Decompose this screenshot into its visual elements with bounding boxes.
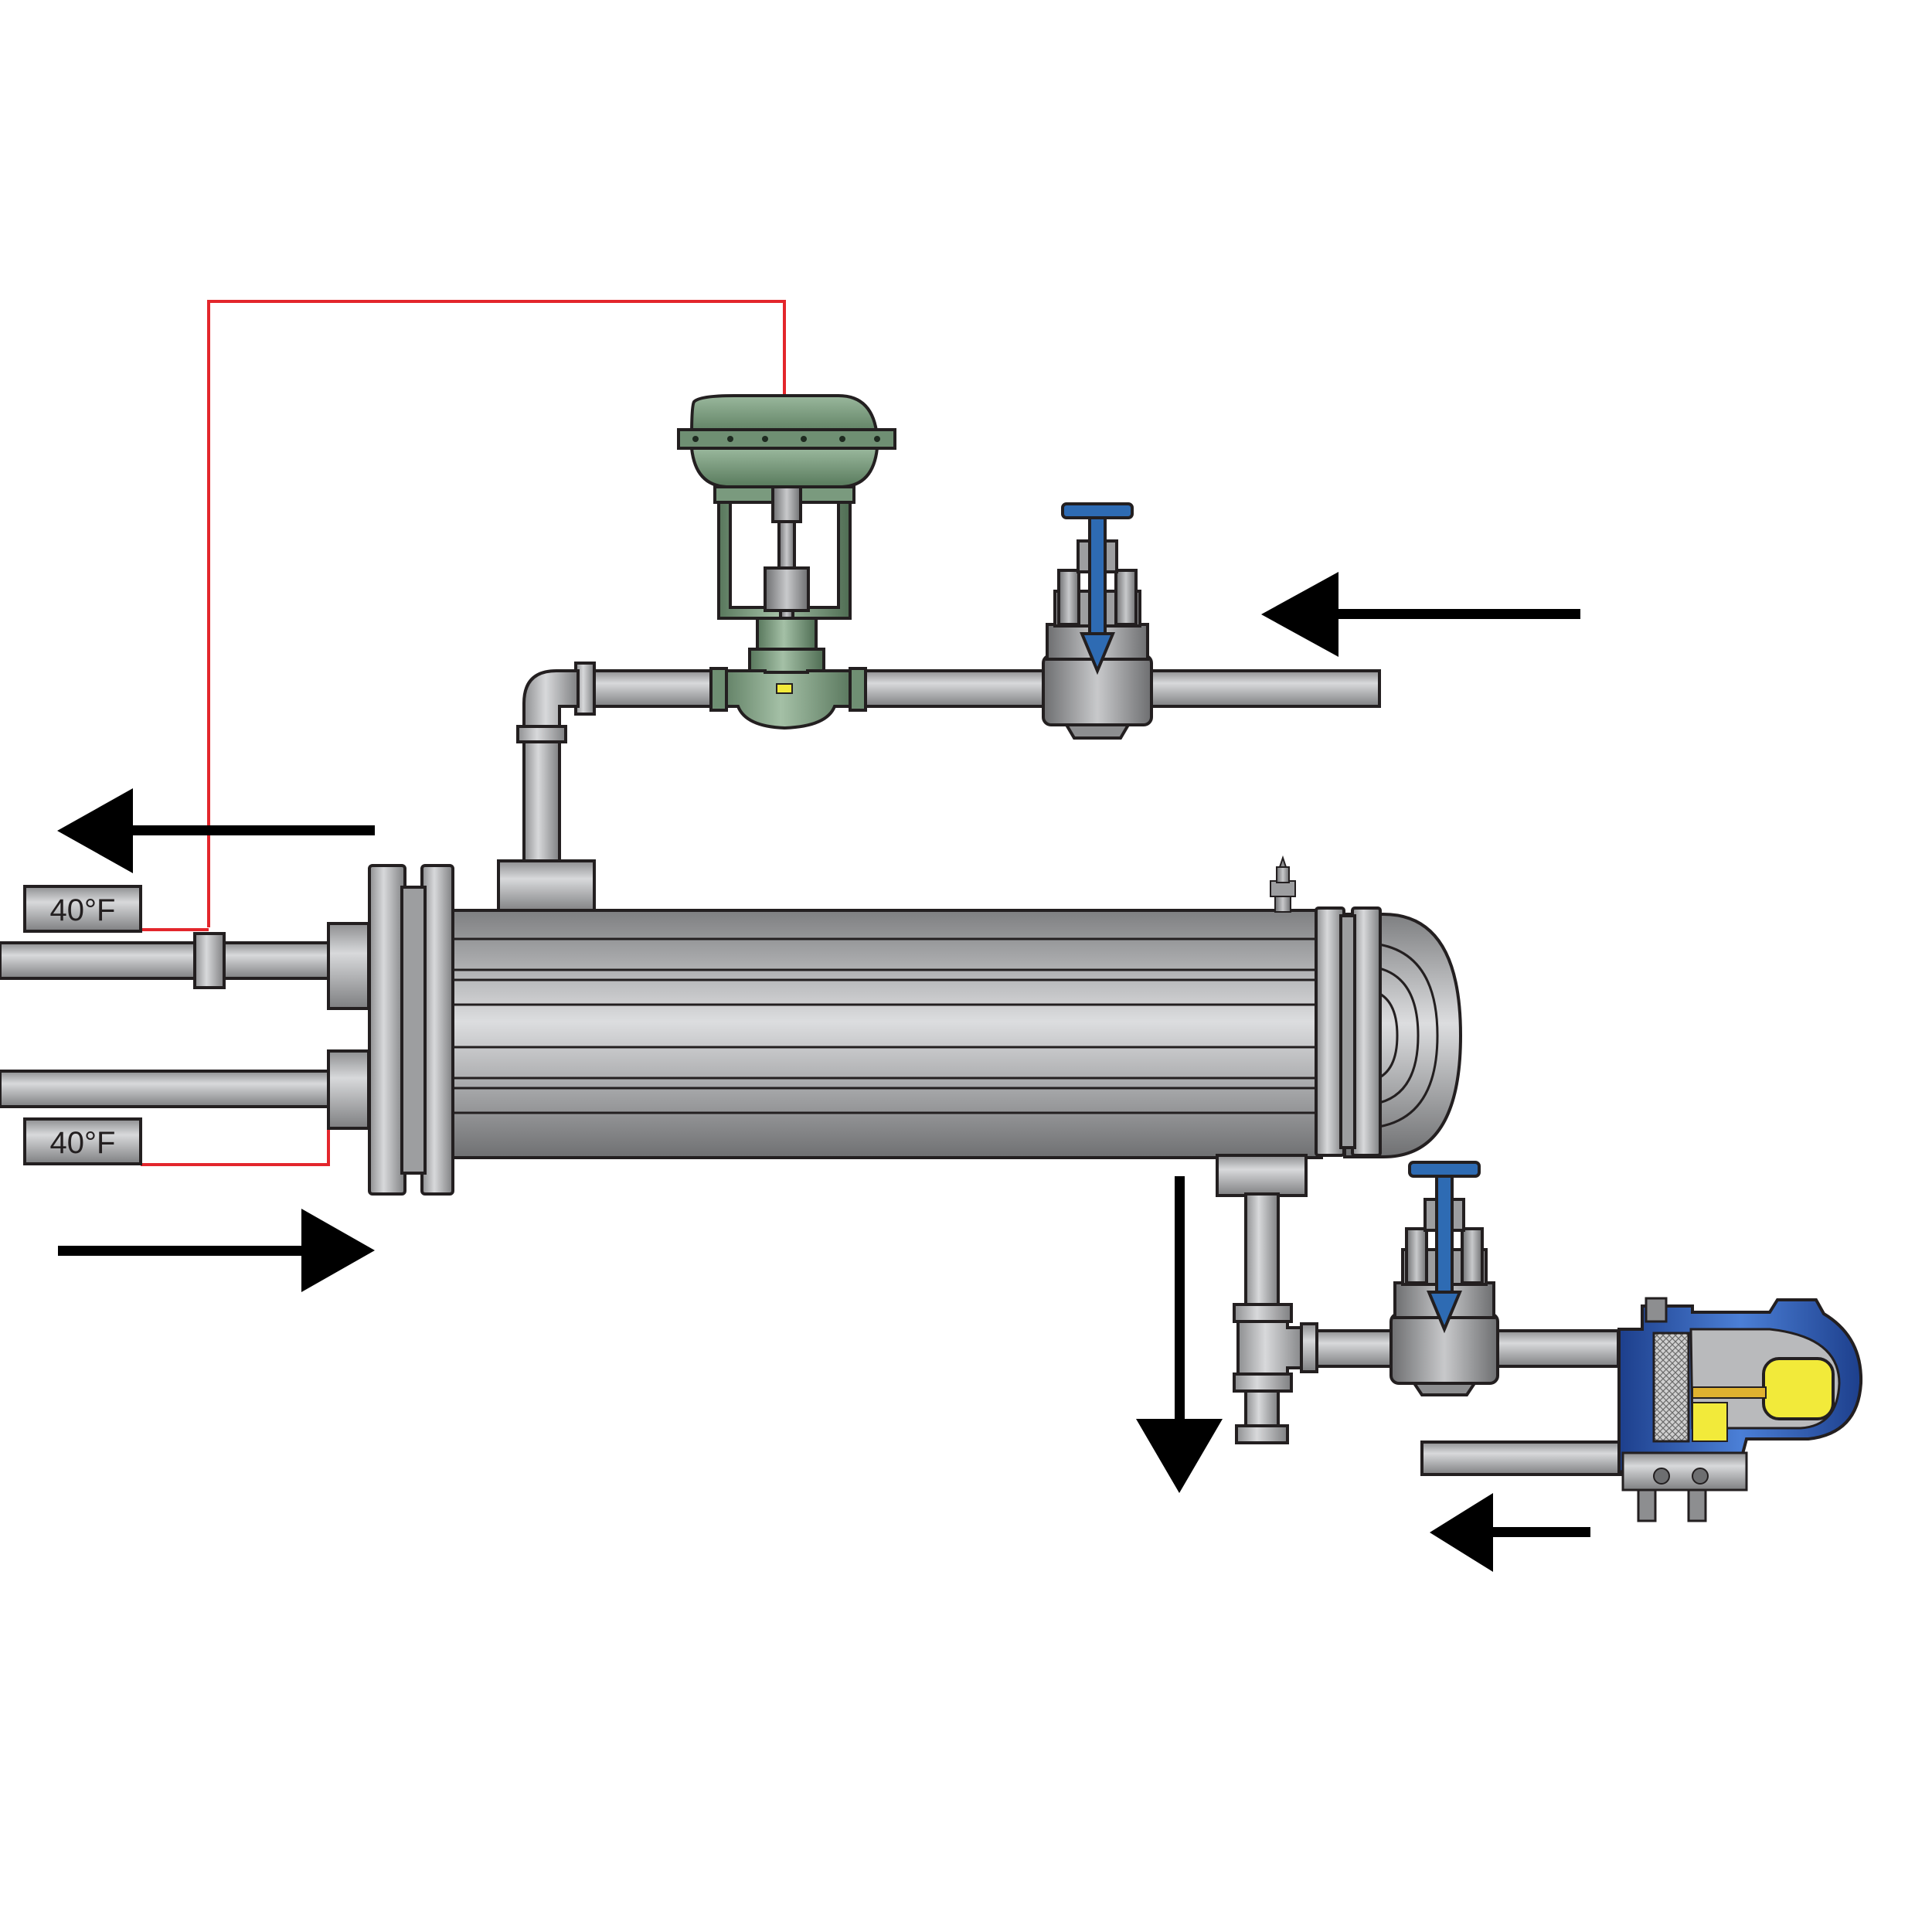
outlet-nozzle: [327, 922, 370, 1010]
float-lever: [1692, 1386, 1767, 1399]
inlet-pipe: [0, 1070, 334, 1108]
outlet-temperature-sensor: 40°F: [23, 885, 142, 933]
outlet-temperature-label: 40°F: [50, 893, 116, 927]
inlet-nozzle: [327, 1049, 370, 1130]
inlet-sensor-wire: [141, 1124, 330, 1166]
sensor-coupling: [193, 932, 226, 989]
float-steam-trap-icon[interactable]: [1617, 1297, 1863, 1522]
drain-arrow: [1136, 1176, 1223, 1493]
shell-and-tube-heat-exchanger-icon: [368, 855, 1463, 1197]
temperature-signal-wire: [207, 300, 786, 927]
steam-inlet-nozzle: [497, 859, 596, 913]
trap-strainer: [1652, 1332, 1690, 1443]
tube-bundle: [448, 937, 1321, 1114]
condensate-nozzle: [1216, 1154, 1308, 1197]
valve-stem: [1088, 512, 1107, 647]
trap-float: [1762, 1357, 1835, 1420]
air-vent-icon: [1270, 855, 1296, 913]
channel-flange: [368, 864, 406, 1196]
handwheel[interactable]: [1061, 502, 1134, 519]
head-flange: [1351, 906, 1382, 1157]
pneumatic-control-valve-icon[interactable]: [677, 394, 896, 730]
inlet-temperature-sensor: 40°F: [23, 1117, 142, 1165]
outlet-pipe: [0, 941, 334, 980]
drain-plug: [1235, 1424, 1289, 1444]
process-inlet-arrow: [58, 1209, 375, 1292]
condensate-return-pipe: [1420, 1440, 1624, 1476]
valve-stem: [1435, 1171, 1454, 1305]
signal-wires: [141, 300, 786, 1166]
condensate-return-arrow: [1430, 1493, 1590, 1572]
exchanger-shell: [447, 909, 1323, 1159]
drain-vertical-pipe: [1244, 1192, 1280, 1308]
flow-arrows: [57, 572, 1590, 1572]
steam-supply-piping: [497, 662, 1381, 913]
gate-valve-icon[interactable]: [1042, 502, 1153, 740]
steam-vertical-pipe: [522, 740, 561, 863]
pipe-elbow: [522, 669, 580, 736]
steam-inlet-arrow: [1261, 572, 1580, 657]
gate-valve-icon[interactable]: [1389, 1161, 1499, 1396]
handwheel[interactable]: [1408, 1161, 1481, 1178]
inlet-temperature-label: 40°F: [50, 1126, 116, 1160]
elbow-coupling: [516, 725, 567, 743]
process-piping: [0, 922, 370, 1130]
process-outlet-arrow: [57, 788, 375, 873]
